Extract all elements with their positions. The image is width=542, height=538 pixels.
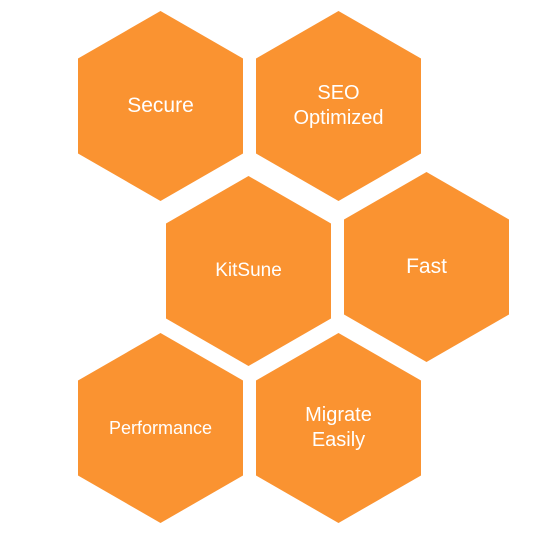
hexagon-secure: Secure: [78, 11, 243, 201]
hexagon-kitsune: KitSune: [166, 176, 331, 366]
hexagon-seo-optimized: SEO Optimized: [256, 11, 421, 201]
hexagon-label: Fast: [406, 254, 447, 278]
hexagon-migrate-easily: Migrate Easily: [256, 333, 421, 523]
hexagon-label: Performance: [108, 417, 213, 438]
hexagon-label: SEO Optimized: [293, 82, 384, 129]
hexagon-label: KitSune: [215, 260, 282, 282]
hexagon-label: Secure: [127, 93, 194, 117]
hexagon-fast: Fast: [344, 172, 509, 362]
hexagon-performance: Performance: [78, 333, 243, 523]
hexagon-label: Migrate Easily: [305, 404, 372, 451]
